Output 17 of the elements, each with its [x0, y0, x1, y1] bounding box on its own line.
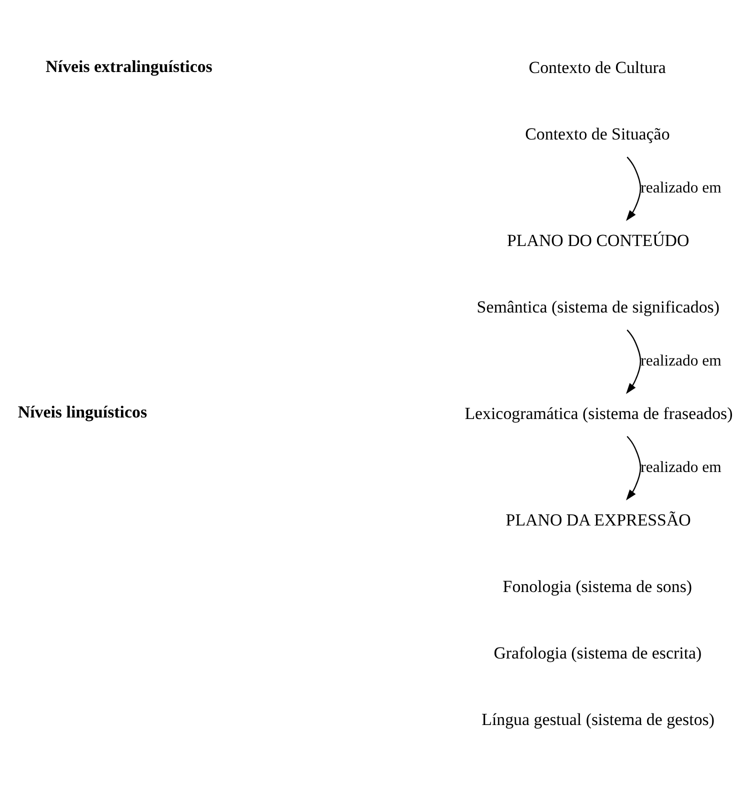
node-text: Contexto de Situação: [525, 124, 670, 144]
edge-label: realizado em: [640, 458, 722, 476]
node-text: Língua gestual (sistema de gestos): [482, 710, 715, 729]
node-text: Fonologia (sistema de sons): [502, 576, 692, 596]
arrow: [626, 156, 642, 222]
arrow: [626, 330, 642, 394]
edge-label: realizado em: [640, 179, 722, 196]
node-text: Níveis extralinguísticos: [46, 56, 212, 76]
edge-label: realizado em: [640, 352, 722, 370]
node-text: Semântica (sistema de significados): [476, 298, 720, 317]
node-text: Grafologia (sistema de escrita): [494, 643, 702, 662]
arrow: [626, 436, 642, 500]
node-text: PLANO DO CONTEÚDO: [507, 231, 690, 250]
node-text: Lexicogramática (sistema de fraseados): [464, 404, 733, 423]
node-text: PLANO DA EXPRESSÃO: [506, 510, 691, 530]
node-text: Contexto de Cultura: [528, 58, 666, 78]
node-text: Níveis linguísticos: [18, 402, 148, 422]
